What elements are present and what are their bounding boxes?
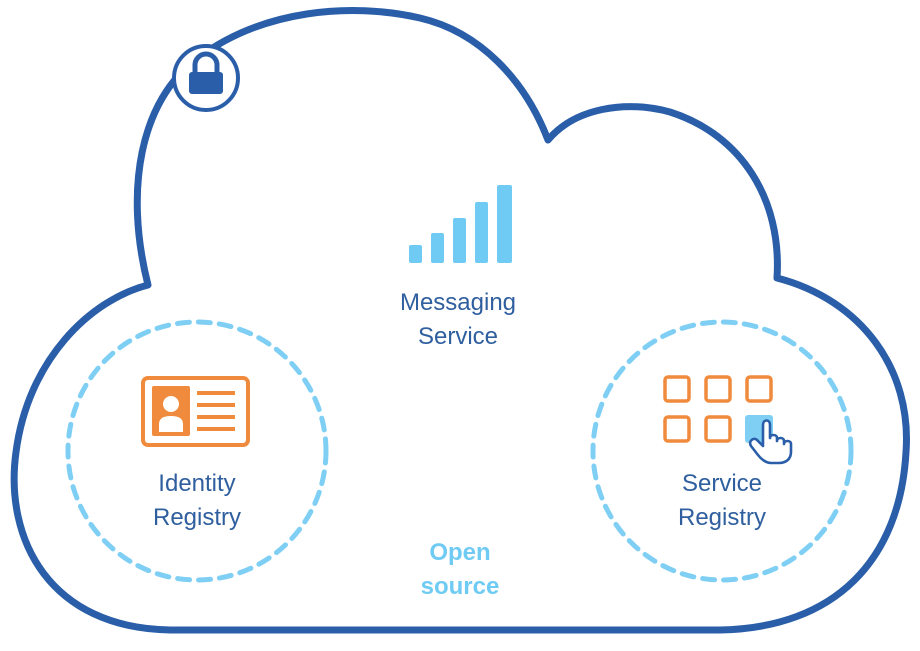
messaging-label-line: Messaging	[399, 289, 517, 316]
signal-bar	[431, 233, 444, 263]
lock-icon	[172, 44, 240, 112]
hand-pointer-icon	[748, 419, 793, 465]
signal-bars-icon	[409, 185, 512, 263]
service-registry-circle	[590, 319, 854, 583]
signal-bar	[497, 185, 512, 263]
cloud-outline	[10, 7, 910, 634]
signal-bar	[475, 202, 488, 263]
service-label-line: Registry	[677, 504, 767, 531]
service-label-line: Service	[681, 470, 763, 497]
id-card-icon	[141, 376, 250, 447]
identity-label-line: Identity	[158, 470, 236, 497]
open-source-line: source	[420, 573, 500, 600]
identity-registry-circle	[65, 319, 329, 583]
messaging-label-line: Service	[417, 323, 499, 350]
signal-bar	[453, 218, 466, 263]
service-registry-label: Service Registry	[622, 467, 822, 535]
signal-bar	[409, 245, 422, 263]
open-source-line: Open	[429, 539, 491, 566]
messaging-service-label: Messaging Service	[358, 286, 558, 354]
app-grid-icon	[663, 375, 773, 443]
identity-label-line: Registry	[152, 504, 242, 531]
identity-registry-label: Identity Registry	[97, 467, 297, 535]
open-source-label: Open source	[360, 536, 560, 604]
